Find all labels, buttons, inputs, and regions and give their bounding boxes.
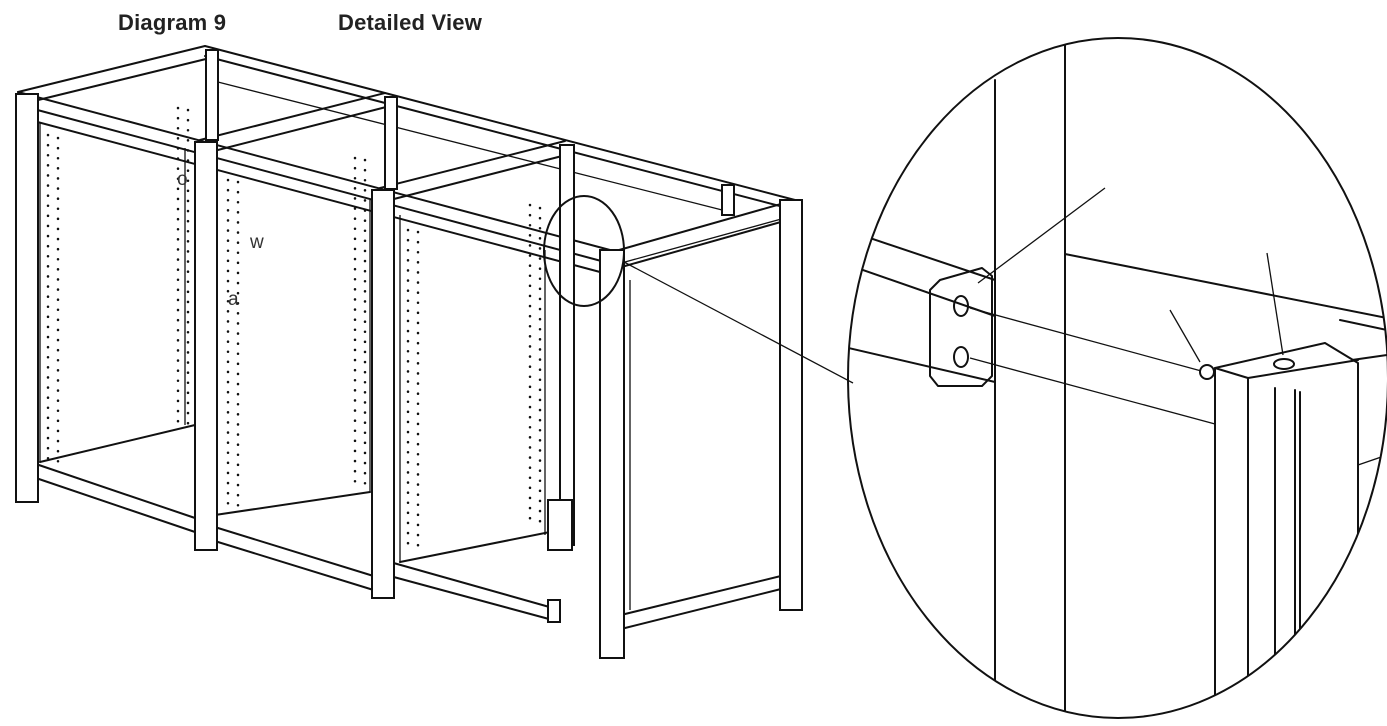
mid-right-post — [371, 189, 395, 599]
callout-label-o: o — [177, 169, 188, 190]
corner-post — [599, 249, 625, 659]
cabinet-frame: o w a — [15, 45, 854, 659]
left-front-post — [15, 93, 39, 503]
callout-label-a: a — [228, 289, 239, 310]
mid-left-post — [194, 141, 218, 551]
detail-view-title: Detailed View — [338, 10, 483, 35]
front-posts — [15, 93, 803, 659]
shelf-pin-holes — [46, 106, 542, 555]
back-posts — [205, 49, 735, 551]
right-post — [779, 199, 803, 611]
detail-circle — [543, 195, 625, 307]
diagram-title: Diagram 9 — [118, 10, 227, 35]
callout-label-w: w — [249, 232, 264, 253]
detail-leader-line — [623, 261, 854, 384]
back-top-rail — [204, 45, 796, 213]
front-top-rail — [17, 91, 611, 273]
top-cross-rails — [199, 92, 796, 267]
bottom-rails — [29, 424, 786, 629]
detail-view — [847, 37, 1387, 719]
left-top-rail — [17, 45, 211, 103]
detail-view-border — [847, 37, 1387, 719]
